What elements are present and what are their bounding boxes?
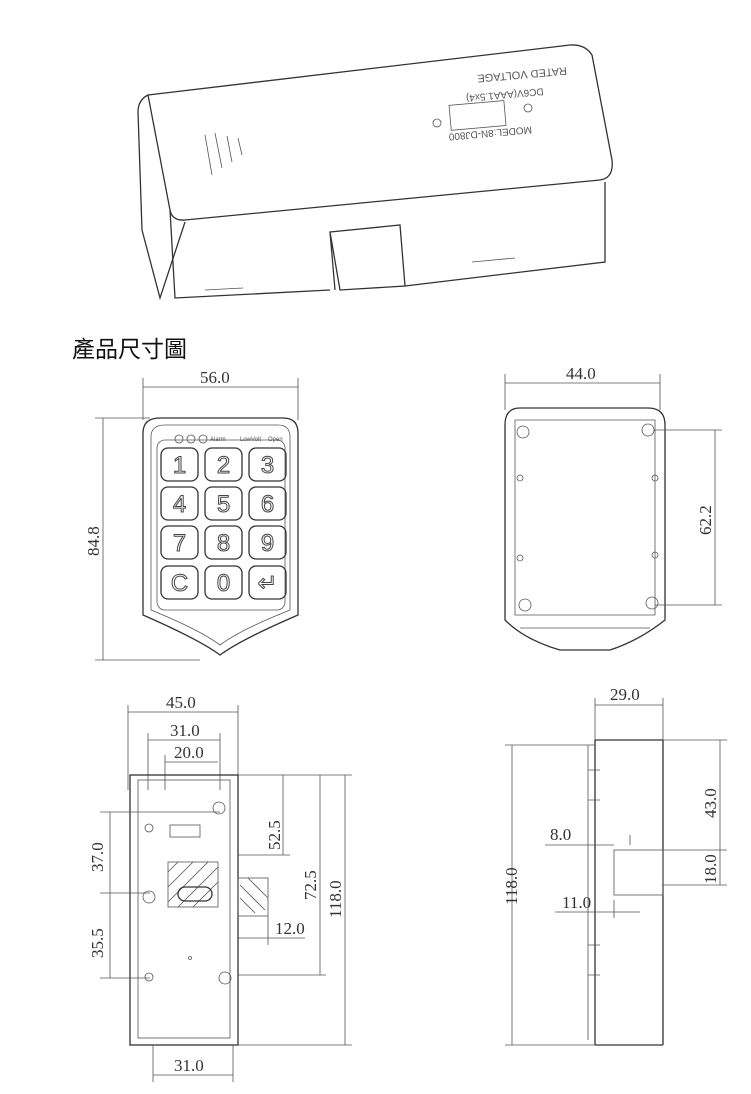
indicator-lowvolt: LowVolt: [240, 437, 261, 443]
indicator-open: Open: [268, 437, 283, 443]
keypad-key: [248, 486, 287, 521]
keypad-key: [204, 447, 243, 482]
keypad-key-label: 4: [173, 491, 186, 518]
keypad-key-label: 2: [217, 452, 230, 479]
voltage-value-label: DC6V(AAA1.5x4): [466, 85, 544, 103]
section-title: 產品尺寸圖: [72, 337, 187, 363]
keypad-key-label: 7: [173, 530, 186, 557]
product-3d-view: MODEL:8N-DJ800 DC6V(AAA1.5x4) RATED VOLT…: [137, 44, 613, 301]
keypad-key-label: 6: [261, 491, 274, 518]
side-view-right: 29.0 118.0 43.0 18.0 8.0 11.0: [502, 685, 727, 1046]
dim-width-20: 20.0: [174, 743, 204, 762]
model-label: MODEL:8N-DJ800: [448, 123, 532, 141]
dim-width-45: 45.0: [166, 693, 196, 712]
keypad-key: [248, 565, 287, 600]
dim-height-35-5: 35.5: [88, 928, 107, 958]
dim-depth-29: 29.0: [610, 685, 640, 704]
keypad-key-label: 1: [173, 452, 186, 479]
keypad-key-label: 3: [261, 452, 274, 479]
keypad-key-label: 9: [261, 530, 274, 557]
back-view: 44.0 62.2: [504, 364, 722, 651]
front-view: 56.0 84.8 Alarm LowVolt Open 1 2 3 4 5 6 7 8 9C 0…: [84, 368, 299, 661]
dim-offset-8: 8.0: [550, 825, 571, 844]
keypad-key-label: C: [171, 570, 188, 597]
dim-bolt-12: 12.0: [275, 919, 305, 938]
dim-height-118-right: 118.0: [502, 867, 521, 905]
dim-hole-spacing: 62.2: [696, 505, 715, 535]
dim-back-width: 44.0: [566, 364, 596, 383]
keypad-key-label: ↵: [257, 570, 277, 597]
side-view-left: 45.0 31.0 20.0 37.0 35.5 52.5 72.5 118.0…: [88, 693, 352, 1082]
dim-height-37: 37.0: [88, 842, 107, 872]
keypad-key: [160, 525, 199, 560]
keypad-key-label: 8: [217, 530, 230, 557]
keypad-key: [204, 565, 243, 600]
keypad-key: [204, 525, 243, 560]
dim-height-118: 118.0: [326, 880, 345, 918]
indicator-alarm: Alarm: [210, 437, 226, 443]
keypad-key: [248, 525, 287, 560]
dim-offset-11: 11.0: [562, 893, 591, 912]
keypad-key: [204, 486, 243, 521]
keypad-key: [160, 447, 199, 482]
keypad-key: [248, 447, 287, 482]
dim-top-offset-43: 43.0: [701, 788, 720, 818]
voltage-title-label: RATED VOLTAGE: [477, 64, 568, 84]
dim-front-width: 56.0: [200, 368, 230, 387]
dim-height-72-5: 72.5: [301, 870, 320, 900]
dim-height-52-5: 52.5: [265, 820, 284, 850]
dim-bolt-18: 18.0: [701, 854, 720, 884]
dim-front-height: 84.8: [84, 526, 103, 556]
keypad-key-label: 5: [217, 491, 230, 518]
keypad-key: [160, 565, 199, 600]
dim-width-31: 31.0: [170, 721, 200, 740]
keypad-key-label: 0: [217, 570, 230, 597]
dim-bottom-31: 31.0: [174, 1056, 204, 1075]
keypad-key: [160, 486, 199, 521]
